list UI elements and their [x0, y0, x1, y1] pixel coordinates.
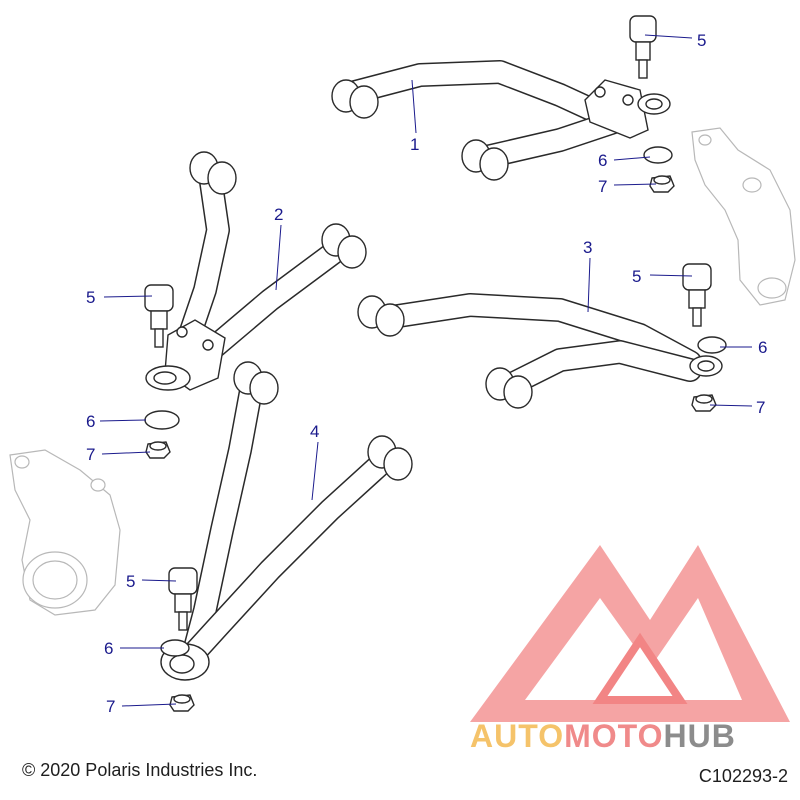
automotohub-logo	[470, 545, 790, 722]
retaining-ring-right	[697, 336, 727, 354]
nut-left	[145, 441, 171, 459]
callout-6-right: 6	[758, 338, 767, 357]
callout-5-top: 5	[697, 31, 706, 50]
ball-joint-lower	[168, 567, 198, 631]
callout-6-top: 6	[598, 151, 607, 170]
steering-knuckle-left	[9, 449, 121, 616]
callout-6-lower: 6	[104, 639, 113, 658]
callout-1: 1	[410, 135, 419, 154]
figure-code: C102293-2	[698, 766, 788, 786]
nut-top	[649, 175, 675, 193]
callout-5-right: 5	[632, 267, 641, 286]
nut-lower	[169, 694, 195, 712]
leader-lines	[99, 34, 753, 707]
callout-7-right: 7	[756, 398, 765, 417]
nut-right	[691, 394, 717, 412]
watermark-auto: AUTO	[470, 718, 565, 754]
ball-joint-left-upper	[144, 284, 174, 348]
ball-joint-right	[682, 263, 712, 327]
callout-7-left: 7	[86, 445, 95, 464]
watermark-text: AUTOMOTOHUB	[470, 718, 736, 755]
steering-knuckle-right	[691, 127, 796, 306]
watermark-moto: MOTO	[564, 718, 664, 754]
a-arm-4	[160, 361, 413, 681]
callout-5-lower: 5	[126, 572, 135, 591]
watermark-hub: HUB	[663, 718, 736, 754]
callout-5-left: 5	[86, 288, 95, 307]
ball-joint-top	[629, 15, 657, 79]
retaining-ring-top	[643, 146, 673, 164]
a-arm-2	[145, 151, 367, 391]
a-arm-3	[357, 293, 723, 409]
a-arm-1	[331, 60, 671, 181]
callout-6-left: 6	[86, 412, 95, 431]
callout-4: 4	[310, 422, 319, 441]
copyright-notice: © 2020 Polaris Industries Inc.	[22, 760, 258, 780]
callout-3: 3	[583, 238, 592, 257]
callout-7-lower: 7	[106, 697, 115, 716]
retaining-ring-left	[144, 410, 180, 430]
retaining-ring-lower	[160, 639, 190, 657]
callout-7-top: 7	[598, 177, 607, 196]
callout-2: 2	[274, 205, 283, 224]
